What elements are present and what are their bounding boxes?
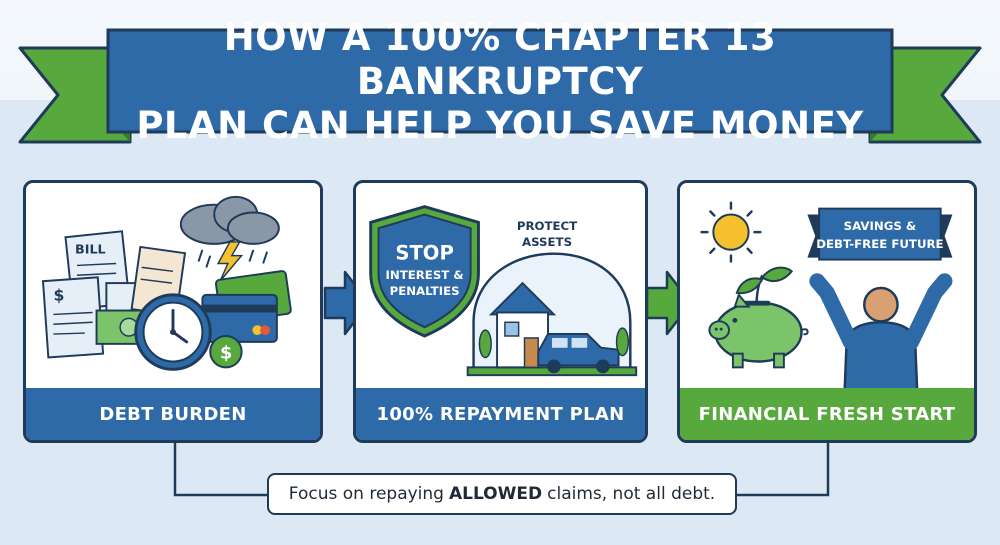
person-arms-raised-icon: [809, 273, 953, 392]
shield-icon: STOP INTEREST & PENALTIES: [369, 205, 480, 338]
debt-burden-illustration: BILL $ $: [41, 195, 292, 371]
shield-text-stop: STOP: [395, 242, 453, 265]
title-ribbon: [18, 28, 982, 144]
banner-line-2: DEBT-FREE FUTURE: [816, 237, 943, 251]
bill-icon: BILL $: [41, 230, 187, 359]
dollar-coin-icon: $: [209, 335, 243, 369]
page-title: HOW A 100% CHAPTER 13 BANKRUPTCY PLAN CA…: [110, 16, 890, 147]
piggy-bank-icon: [708, 292, 809, 369]
note-text-emphasis: ALLOWED: [448, 484, 543, 504]
panel-label-fresh-start: FINANCIAL FRESH START: [680, 388, 974, 440]
title-line-2: PLAN CAN HELP YOU SAVE MONEY: [136, 104, 864, 147]
savings-banner: SAVINGS & DEBT-FREE FUTURE: [807, 207, 953, 261]
note-box: Focus on repaying ALLOWED claims, not al…: [267, 473, 737, 515]
storm-cloud-icon: [179, 195, 280, 282]
protect-assets-line-2: ASSETS: [522, 235, 572, 249]
panel-label-repayment-plan: 100% REPAYMENT PLAN: [356, 388, 645, 440]
note-text-before: Focus on repaying: [288, 484, 444, 504]
title-line-1: HOW A 100% CHAPTER 13 BANKRUPTCY: [223, 16, 777, 103]
clock-icon: [134, 293, 212, 371]
shield-text-interest: INTEREST &: [386, 268, 464, 282]
car-icon: [537, 333, 620, 374]
fresh-start-illustration: SAVINGS & DEBT-FREE FUTURE: [700, 201, 953, 392]
note-text-after: claims, not all debt.: [547, 484, 716, 504]
bill-label: BILL: [75, 243, 106, 258]
banner-line-1: SAVINGS &: [844, 219, 917, 233]
sun-icon: [700, 201, 762, 263]
panel-debt-burden: BILL $ $: [23, 180, 323, 443]
credit-card-icon: [201, 270, 292, 343]
bill-dollar-sign: $: [53, 286, 64, 305]
panel-fresh-start: SAVINGS & DEBT-FREE FUTURE: [677, 180, 977, 443]
repayment-plan-illustration: STOP INTEREST & PENALTIES PROTECT ASSETS: [369, 205, 638, 377]
shield-text-penalties: PENALTIES: [390, 284, 460, 298]
protect-assets-line-1: PROTECT: [517, 219, 577, 233]
panel-repayment-plan: STOP INTEREST & PENALTIES PROTECT ASSETS: [353, 180, 648, 443]
panel-label-debt-burden: DEBT BURDEN: [26, 388, 320, 440]
connector-line: [173, 443, 830, 497]
coin-dollar-sign: $: [220, 344, 232, 364]
